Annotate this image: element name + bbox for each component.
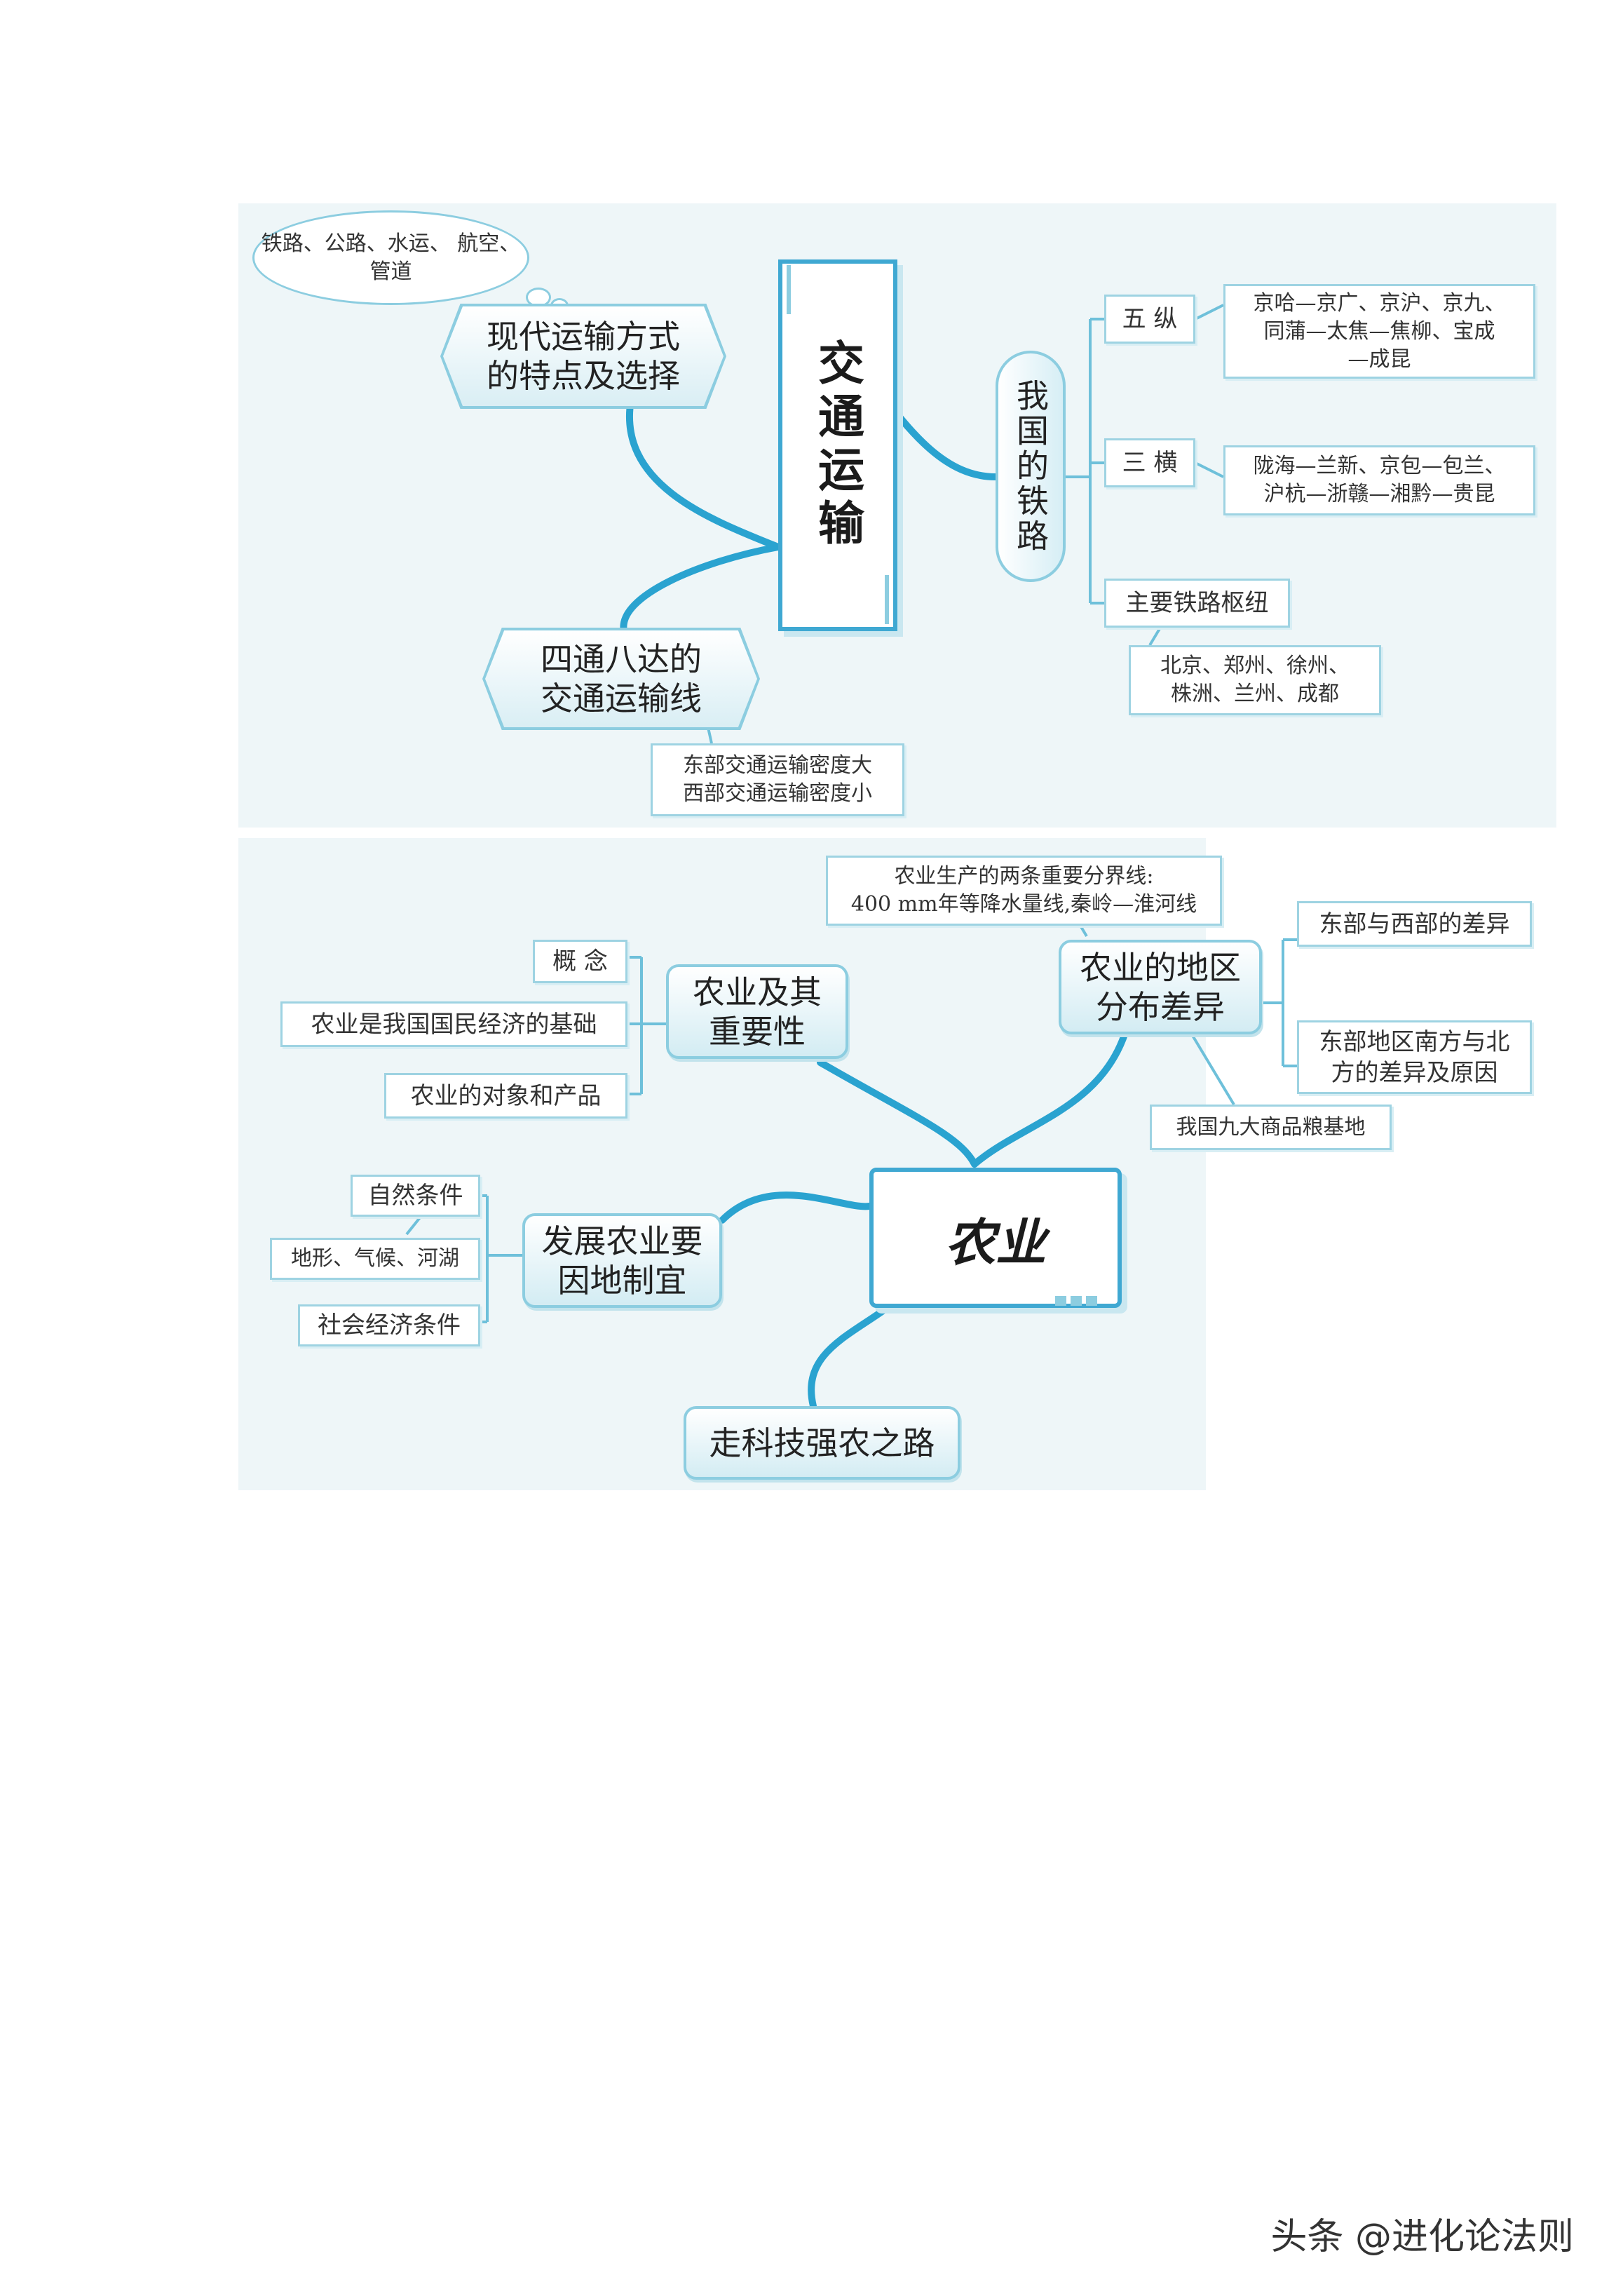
importance-item-objects: 农业的对象和产品 <box>384 1073 627 1119</box>
network-note: 东部交通运输密度大 西部交通运输密度小 <box>651 743 904 816</box>
distribution-topic: 农业的地区 分布差异 <box>1059 940 1262 1034</box>
agri-title-decoration-2 <box>1071 1296 1082 1306</box>
agriculture-panel <box>238 838 1206 1490</box>
technology-topic: 走科技强农之路 <box>684 1406 960 1480</box>
watermark: 头条 @进化论法则 <box>1270 2216 1574 2258</box>
local-conditions-topic: 发展农业要 因地制宜 <box>522 1213 722 1308</box>
modern-modes-topic: 现代运输方式 的特点及选择 <box>443 306 724 406</box>
boundary-note: 农业生产的两条重要分界线: 400 mm年等降水量线,秦岭—淮河线 <box>826 856 1222 926</box>
agri-title-decoration-3 <box>1086 1296 1097 1306</box>
railway-hubs-label: 主要铁路枢纽 <box>1104 579 1290 628</box>
grain-bases: 我国九大商品粮基地 <box>1150 1105 1392 1150</box>
social-economic-conditions: 社会经济条件 <box>298 1304 480 1346</box>
transport-title: 交通运输 <box>778 259 897 631</box>
agriculture-title: 农业 <box>869 1168 1122 1308</box>
modern-modes-note-cloud: 铁路、公路、水运、 航空、管道 <box>252 210 529 305</box>
agri-title-decoration-1 <box>1055 1296 1066 1306</box>
distribution-east-west: 东部与西部的差异 <box>1297 901 1532 947</box>
title-decoration-bottom <box>885 575 889 624</box>
three-horizontal-detail: 陇海—兰新、京包—包兰、 沪杭—浙赣—湘黔—贵昆 <box>1223 445 1535 515</box>
natural-conditions: 自然条件 <box>351 1175 480 1217</box>
natural-conditions-detail: 地形、气候、河湖 <box>270 1238 480 1280</box>
importance-topic: 农业及其 重要性 <box>666 964 848 1059</box>
distribution-south-north: 东部地区南方与北 方的差异及原因 <box>1297 1020 1532 1094</box>
railways-topic: 我国的铁路 <box>996 351 1066 582</box>
title-decoration-top <box>787 265 791 314</box>
five-vertical-detail: 京哈—京广、京沪、京九、 同蒲—太焦—焦柳、宝成 —成昆 <box>1223 284 1535 379</box>
network-topic: 四通八达的 交通运输线 <box>485 630 757 727</box>
railway-hubs-detail: 北京、郑州、徐州、 株洲、兰州、成都 <box>1129 645 1381 715</box>
importance-item-concept: 概 念 <box>533 940 627 983</box>
bracket-distribution <box>1262 938 1297 1067</box>
importance-item-foundation: 农业是我国国民经济的基础 <box>280 1001 627 1047</box>
five-vertical-label: 五 纵 <box>1104 295 1195 344</box>
three-horizontal-label: 三 横 <box>1104 438 1195 487</box>
